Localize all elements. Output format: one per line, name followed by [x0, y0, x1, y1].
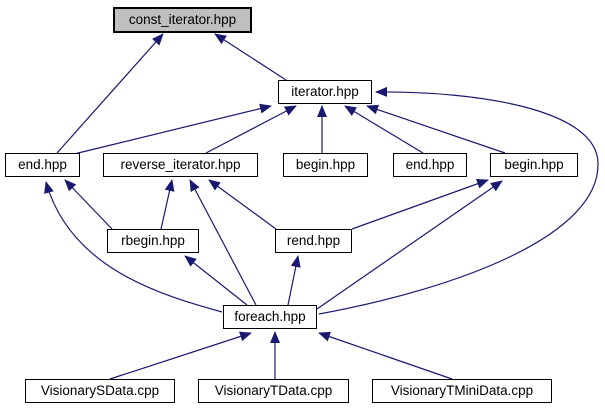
- node-begin-hpp-center[interactable]: begin.hpp: [283, 153, 368, 177]
- node-const_iterator-hpp: const_iterator.hpp: [113, 7, 252, 33]
- edge-end_left-to-const_iterator: [56, 33, 164, 154]
- edge-rend-to-reverse_iterator: [208, 179, 277, 230]
- node-end-hpp-center[interactable]: end.hpp: [393, 153, 467, 177]
- node-visionary-sdata-cpp[interactable]: VisionarySData.cpp: [25, 379, 175, 403]
- edge-end_center-to-iterator: [344, 105, 424, 154]
- edge-end_left-to-iterator: [73, 103, 272, 155]
- edge-foreach-to-rend: [287, 255, 301, 306]
- edge-iterator-to-const_iterator: [214, 33, 287, 81]
- edge-begin_right-to-iterator: [366, 104, 506, 154]
- edge-rend-to-begin_right: [351, 179, 489, 230]
- edge-rbegin-to-reverse_iterator: [160, 179, 175, 230]
- node-visionary-tdata-cpp[interactable]: VisionaryTData.cpp: [198, 379, 349, 403]
- edge-rbegin-to-end_left: [64, 179, 113, 230]
- edge-foreach-to-begin_right: [316, 180, 503, 310]
- node-rend-hpp[interactable]: rend.hpp: [275, 229, 352, 253]
- edge-visionary_tminidata-to-foreach: [318, 331, 453, 380]
- node-rbegin-hpp[interactable]: rbegin.hpp: [107, 229, 199, 253]
- edge-foreach-to-end_left: [44, 181, 223, 313]
- edge-foreach-to-rbegin: [184, 255, 248, 306]
- node-iterator-hpp[interactable]: iterator.hpp: [278, 80, 372, 104]
- node-begin-hpp-right[interactable]: begin.hpp: [490, 153, 578, 177]
- node-visionary-tminidata-cpp[interactable]: VisionaryTMiniData.cpp: [372, 379, 552, 403]
- edge-reverse_iterator-to-iterator: [205, 105, 297, 154]
- edge-foreach-to-reverse_iterator: [189, 179, 257, 306]
- node-end-hpp-left[interactable]: end.hpp: [5, 153, 80, 177]
- edge-foreach-to-iterator: [318, 86, 599, 315]
- node-foreach-hpp[interactable]: foreach.hpp: [223, 305, 317, 329]
- edge-visionary_sdata-to-foreach: [109, 331, 252, 380]
- node-reverse_iterator-hpp[interactable]: reverse_iterator.hpp: [103, 153, 258, 177]
